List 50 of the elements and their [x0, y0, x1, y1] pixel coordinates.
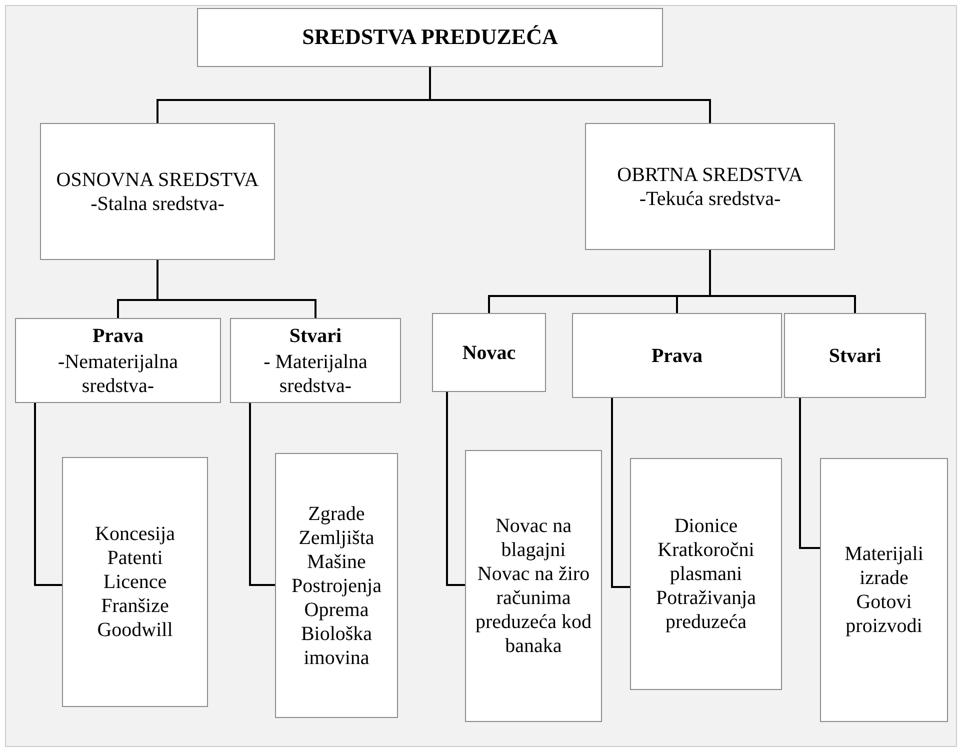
category-box: [784, 313, 926, 398]
list-box: [62, 457, 208, 707]
list-item-text: Materijali izrade: [844, 542, 924, 590]
connector-line: [429, 67, 711, 123]
category-box: [15, 318, 221, 403]
connector-line: [799, 398, 820, 549]
subtitle-text: -Stalna sredstva-: [90, 192, 226, 216]
list-box: [630, 458, 782, 690]
connector-line: [446, 392, 465, 586]
list-item-text: Potraživanja preduzeća: [655, 586, 757, 634]
list-item-text: Novac na blagajni: [494, 514, 573, 562]
list-item-text: Patenti: [106, 546, 164, 570]
list-item-text: Zemljišta: [298, 526, 376, 550]
list-box: [465, 450, 602, 722]
list-item-text: Postrojenja: [290, 574, 382, 598]
list-item-text: Oprema: [303, 598, 370, 622]
connector-line: [34, 403, 62, 586]
category-box: [40, 123, 275, 260]
category-box: [432, 313, 546, 392]
connector-line: [249, 403, 275, 586]
connector-line: [709, 250, 856, 313]
heading-text: Novac: [461, 340, 517, 364]
list-item-text: Gotovi proizvodi: [844, 590, 924, 638]
connector-line: [611, 398, 630, 588]
heading-text: Prava: [650, 344, 704, 368]
heading-text: Stvari: [828, 344, 882, 368]
subtitle-text: OSNOVNA SREDSTVA: [55, 168, 260, 192]
list-item-text: Goodwill: [96, 618, 174, 642]
subtitle-text: - Materijalna sredstva-: [262, 350, 368, 398]
list-item-text: Franšize: [100, 594, 170, 618]
heading-text: Stvari: [288, 324, 343, 348]
list-item-text: Kratkoročni plasmani: [656, 538, 756, 586]
category-box: [572, 313, 782, 398]
category-box: [230, 318, 401, 403]
subtitle-text: -Tekuća sredstva-: [638, 186, 782, 210]
title-box: [197, 8, 663, 67]
list-box: [275, 453, 398, 718]
list-item-text: Novac na žiro računima preduzeća kod banaka: [474, 562, 593, 658]
category-box: [585, 123, 835, 250]
list-box: [820, 458, 948, 722]
subtitle-text: -Nematerijalna sredstva-: [57, 350, 179, 398]
list-item-text: Licence: [102, 570, 168, 594]
list-item-text: Biološka imovina: [300, 622, 374, 670]
heading-text: Prava: [91, 324, 145, 348]
list-item-text: Koncesija: [94, 522, 176, 546]
subtitle-text: OBRTNA SREDSTVA: [616, 162, 804, 186]
list-item-text: Zgrade: [307, 502, 366, 526]
heading-text: SREDSTVA PREDUZEĆA: [301, 24, 559, 51]
list-item-text: Dionice: [673, 514, 739, 538]
list-item-text: Mašine: [306, 550, 367, 574]
